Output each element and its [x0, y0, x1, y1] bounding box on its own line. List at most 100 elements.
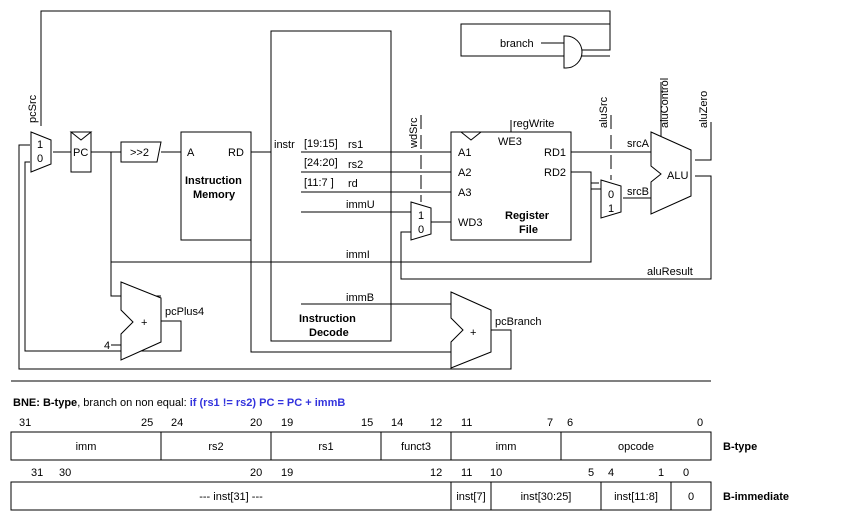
src-mux-one: 1 [608, 203, 614, 215]
rf-a2-label: A2 [458, 167, 471, 179]
decode-name-2: Decode [309, 327, 349, 339]
signal-aluzero: aluZero [698, 91, 710, 128]
btype-bit: 25 [141, 417, 153, 429]
signal-alusrc: aluSrc [598, 96, 610, 128]
btype-bit: 24 [171, 417, 183, 429]
bimm-bit: 4 [608, 467, 614, 479]
btype-label: B-type [723, 441, 757, 453]
signal-pcbranch: pcBranch [495, 316, 541, 328]
decode-out-rd: rd [348, 178, 358, 190]
bimm-bit: 5 [588, 467, 594, 479]
bimm-bit: 20 [250, 467, 262, 479]
instr-name: BNE [13, 397, 36, 409]
signal-pcsrc: pcSrc [27, 94, 39, 123]
wires [18, 10, 712, 370]
decode-out-rs1: rs1 [348, 139, 363, 151]
btype-field: imm [496, 441, 517, 453]
imem-name-1: Instruction [185, 175, 242, 187]
rf-a3-label: A3 [458, 187, 471, 199]
rf-name-1: Register [505, 210, 550, 222]
btype-bit: 7 [547, 417, 553, 429]
adder-plus-branch: + [470, 327, 476, 339]
bimm-bit: 11 [461, 467, 472, 479]
btype-field: imm [76, 441, 97, 453]
rf-we3-label: WE3 [498, 136, 522, 148]
rf-rd2-label: RD2 [544, 167, 566, 179]
src-mux [600, 179, 622, 219]
bimm-bit: 19 [281, 467, 293, 479]
wd-mux [410, 201, 432, 241]
pc-branch-adder [450, 291, 492, 369]
btype-field: rs2 [208, 441, 223, 453]
bimm-bit: 30 [59, 467, 71, 479]
decode-field-rd-bits: [11:7 ] [304, 177, 334, 189]
signal-srcb: srcB [627, 186, 649, 198]
bimm-field: inst[11:8] [614, 491, 658, 503]
instr-text: , branch on non equal: [77, 397, 190, 409]
branch-and-gate [563, 35, 583, 69]
signal-srca: srcA [627, 138, 650, 150]
btype-table: 31 25 24 20 19 15 14 12 11 7 6 0 imm rs2… [10, 417, 757, 461]
bimm-field: 0 [688, 491, 694, 503]
bimm-field: inst[7] [456, 491, 485, 503]
alu-block [650, 131, 692, 215]
signal-pcplus4: pcPlus4 [165, 306, 204, 318]
btype-bit: 15 [361, 417, 373, 429]
decode-out-rs2: rs2 [348, 159, 363, 171]
rf-rd1-label: RD1 [544, 147, 566, 159]
wd-mux-zero: 0 [418, 224, 424, 236]
diagram-labels: 1 0 PC >>2 A RD Instruction Memory instr… [27, 38, 710, 352]
btype-bit: 0 [697, 417, 703, 429]
btype-bit: 6 [567, 417, 573, 429]
bimm-bit: 0 [683, 467, 689, 479]
bimm-field: inst[30:25] [521, 491, 572, 503]
rf-name-2: File [519, 224, 538, 236]
decode-name-1: Instruction [299, 313, 356, 325]
four-label: 4 [104, 340, 110, 352]
signal-aluresult: aluResult [647, 266, 693, 278]
bimm-table: 31 30 20 19 12 11 10 5 4 1 0 --- inst[31… [10, 467, 789, 511]
instruction-description: BNE: B-type, branch on non equal: if (rs… [13, 397, 345, 409]
decode-field-rs2-bits: [24:20] [304, 157, 338, 169]
decode-field-rs1-bits: [19:15] [304, 138, 338, 150]
bimm-label: B-immediate [723, 491, 789, 503]
btype-bit: 12 [430, 417, 442, 429]
signal-wdsrc: wdSrc [408, 117, 420, 149]
pc-plus4-adder [120, 281, 162, 361]
adder-plus-4: + [141, 317, 147, 329]
instruction-decode [270, 30, 392, 342]
shift-label: >>2 [130, 147, 149, 159]
pc-label: PC [73, 147, 88, 159]
decode-out-immi: immI [346, 249, 370, 261]
bimm-field: --- inst[31] --- [199, 491, 263, 503]
btype-field: opcode [618, 441, 654, 453]
rf-wd3-label: WD3 [458, 217, 482, 229]
btype-bit: 19 [281, 417, 293, 429]
pc-clock-icon [69, 131, 93, 141]
decode-out-immb: immB [346, 292, 374, 304]
decode-out-immu: immU [346, 199, 375, 211]
signal-regwrite: regWrite [513, 118, 554, 130]
pc-mux-zero: 0 [37, 153, 43, 165]
alu-label: ALU [667, 170, 688, 182]
instr-label: instr [274, 139, 295, 151]
btype-field: funct3 [401, 441, 431, 453]
bimm-bit: 1 [658, 467, 664, 479]
pc-mux-one: 1 [37, 139, 43, 151]
btype-field: rs1 [318, 441, 333, 453]
instruction-memory [180, 131, 252, 241]
rf-a1-label: A1 [458, 147, 471, 159]
register-file [450, 131, 572, 241]
imem-a-label: A [187, 147, 195, 159]
imem-rd-label: RD [228, 147, 244, 159]
signal-alucontrol: aluControl [659, 78, 671, 128]
pc-mux [30, 131, 52, 173]
regfile-clock-icon [459, 131, 483, 141]
instr-type: : B-type [36, 397, 77, 409]
bimm-bit: 12 [430, 467, 442, 479]
btype-bit: 20 [250, 417, 262, 429]
bimm-bit: 10 [490, 467, 502, 479]
btype-bit: 14 [391, 417, 403, 429]
btype-bit: 31 [19, 417, 31, 429]
